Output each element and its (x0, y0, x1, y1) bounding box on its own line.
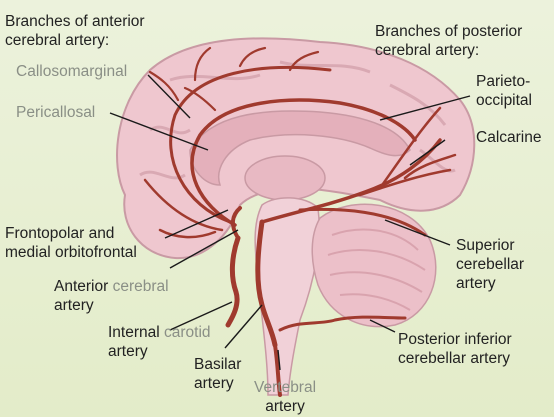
internal-carotid-word2: carotid (164, 324, 211, 341)
frontopolar-label: Frontopolar and medial orbitofrontal (5, 224, 137, 262)
posterior-group-line2: cerebral artery: (375, 41, 522, 60)
calcarine-label: Calcarine (476, 128, 541, 147)
posterior-group-line1: Branches of posterior (375, 22, 522, 41)
internal-carotid-line1: Internal carotid (108, 323, 211, 342)
pericallosal-label: Pericallosal (16, 103, 95, 122)
internal-carotid-artery (228, 238, 238, 325)
superior-cerebellar-line2: cerebellar (456, 255, 524, 274)
anterior-cerebral-word1: Anterior (54, 278, 108, 295)
parieto-occipital-line1: Parieto- (476, 72, 532, 91)
vertebral-line2: artery (254, 397, 316, 416)
anterior-cerebral-word2: cerebral (113, 278, 169, 295)
anterior-cerebral-line1: Anterior cerebral (54, 277, 169, 296)
anterior-group-line2: cerebral artery: (5, 31, 145, 50)
parieto-occipital-line2: occipital (476, 91, 532, 110)
superior-cerebellar-line1: Superior (456, 236, 524, 255)
anterior-cerebral-label: Anterior cerebral artery (54, 277, 169, 315)
frontopolar-line1: Frontopolar and (5, 224, 137, 243)
basilar-line1: Basilar (194, 355, 241, 374)
basilar-label: Basilar artery (194, 355, 241, 393)
pica-line1: Posterior inferior (398, 330, 512, 349)
vertebral-line1: Vertebral (254, 378, 316, 397)
anterior-group-line1: Branches of anterior (5, 12, 145, 31)
callosomarginal-label: Callosomarginal (16, 62, 127, 81)
anterior-cerebral-line2: artery (54, 296, 169, 315)
superior-cerebellar-label: Superior cerebellar artery (456, 236, 524, 293)
frontopolar-line2: medial orbitofrontal (5, 243, 137, 262)
anterior-cerebral-artery (233, 208, 240, 238)
posterior-inferior-cerebellar-label: Posterior inferior cerebellar artery (398, 330, 512, 368)
posterior-group-heading: Branches of posterior cerebral artery: (375, 22, 522, 60)
basilar-line2: artery (194, 374, 241, 393)
internal-carotid-word1: Internal (108, 324, 160, 341)
pica-line2: cerebellar artery (398, 349, 512, 368)
brainstem (255, 198, 319, 395)
superior-cerebellar-line3: artery (456, 274, 524, 293)
anterior-group-heading: Branches of anterior cerebral artery: (5, 12, 145, 50)
parieto-occipital-label: Parieto- occipital (476, 72, 532, 110)
vertebral-label: Vertebral artery (254, 378, 316, 416)
thalamus (245, 156, 325, 200)
